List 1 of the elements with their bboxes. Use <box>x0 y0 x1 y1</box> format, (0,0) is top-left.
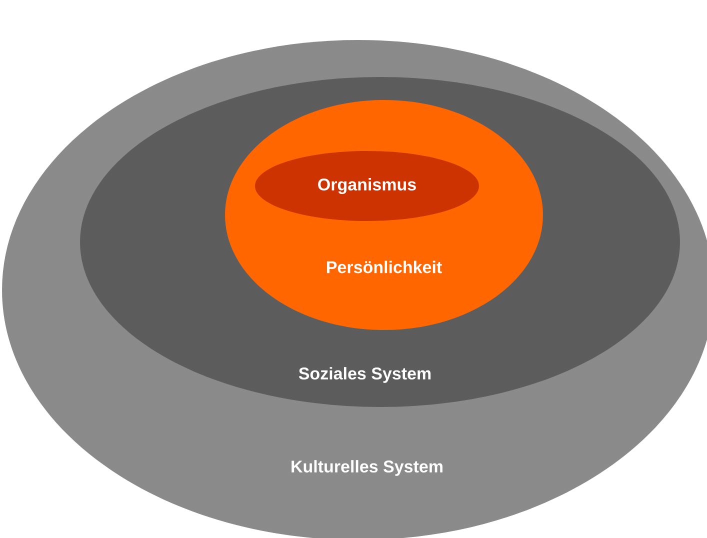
ellipse-region: Organismus <box>255 151 479 221</box>
